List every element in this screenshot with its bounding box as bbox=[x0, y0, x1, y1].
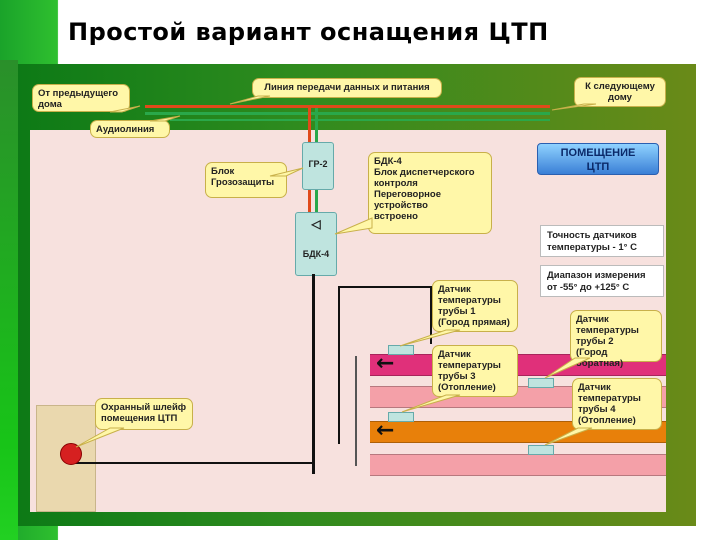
pointer-prev-house bbox=[109, 105, 141, 113]
pointer-lightning bbox=[269, 167, 304, 177]
callout-lightning: Блок Грозозащиты bbox=[205, 162, 287, 198]
wire-pipe-ends bbox=[355, 356, 357, 466]
room-area bbox=[30, 130, 666, 512]
alarm-sensor-icon bbox=[60, 443, 82, 465]
sensor-3 bbox=[388, 412, 414, 422]
gr2-device: ГР-2 bbox=[302, 142, 334, 190]
speaker-icon: ◁ bbox=[311, 217, 321, 231]
room-label: ПОМЕЩЕНИЕ ЦТП bbox=[537, 143, 659, 175]
arrow-icon: ← bbox=[376, 351, 395, 376]
pointer-data-line bbox=[229, 95, 271, 105]
pointer-bdk bbox=[334, 217, 373, 235]
sensor-4 bbox=[528, 445, 554, 455]
pointer-sensor1 bbox=[399, 329, 461, 347]
callout-sensor3: Датчик температуры трубы 3 (Отопление) bbox=[432, 345, 518, 397]
audio-line bbox=[170, 119, 550, 121]
wire-sensor1-drop bbox=[430, 286, 432, 344]
pointer-guard bbox=[75, 427, 125, 448]
callout-prev-house: От предыдущего дома bbox=[32, 84, 130, 112]
callout-data-line: Линия передачи данных и питания bbox=[252, 78, 442, 98]
bdk-device: ◁ БДК-4 bbox=[295, 212, 337, 276]
data-line-red bbox=[145, 105, 550, 108]
gr2-label: ГР-2 bbox=[308, 159, 328, 169]
callout-sensor2: Датчик температуры трубы 2 (Город обратн… bbox=[570, 310, 662, 369]
slide-left-bar bbox=[0, 60, 18, 540]
pointer-next-house bbox=[551, 103, 597, 111]
callout-sensor1: Датчик температуры трубы 1 (Город прямая… bbox=[432, 280, 518, 332]
callout-guard-loop: Охранный шлейф помещения ЦТП bbox=[95, 398, 193, 430]
pointer-sensor3 bbox=[401, 394, 461, 413]
callout-bdk: БДК-4 Блок диспетчерского контроля Перег… bbox=[368, 152, 492, 234]
note-accuracy: Точность датчиков температуры - 1° С bbox=[540, 225, 664, 257]
sensor-2 bbox=[528, 378, 554, 388]
wire-to-sensor1 bbox=[338, 286, 430, 288]
bdk-device-label: БДК-4 bbox=[302, 249, 330, 259]
data-line-green bbox=[145, 112, 550, 115]
wire-guard bbox=[70, 462, 315, 464]
arrow-icon: ← bbox=[376, 418, 395, 443]
wire-main-vertical bbox=[312, 274, 315, 474]
pointer-audio bbox=[149, 115, 181, 122]
pointer-sensor2 bbox=[544, 357, 591, 379]
callout-next-house: К следующему дому bbox=[574, 77, 666, 107]
pipe-4 bbox=[370, 454, 666, 476]
slide-title: Простой вариант оснащения ЦТП bbox=[68, 18, 549, 46]
callout-audio-line: Аудиолиния bbox=[90, 120, 170, 138]
callout-sensor4: Датчик температуры трубы 4 (Отопление) bbox=[572, 378, 662, 430]
pointer-sensor4 bbox=[544, 427, 593, 446]
wire-vertical-2 bbox=[338, 286, 340, 444]
note-range: Диапазон измерения от -55° до +125° С bbox=[540, 265, 664, 297]
